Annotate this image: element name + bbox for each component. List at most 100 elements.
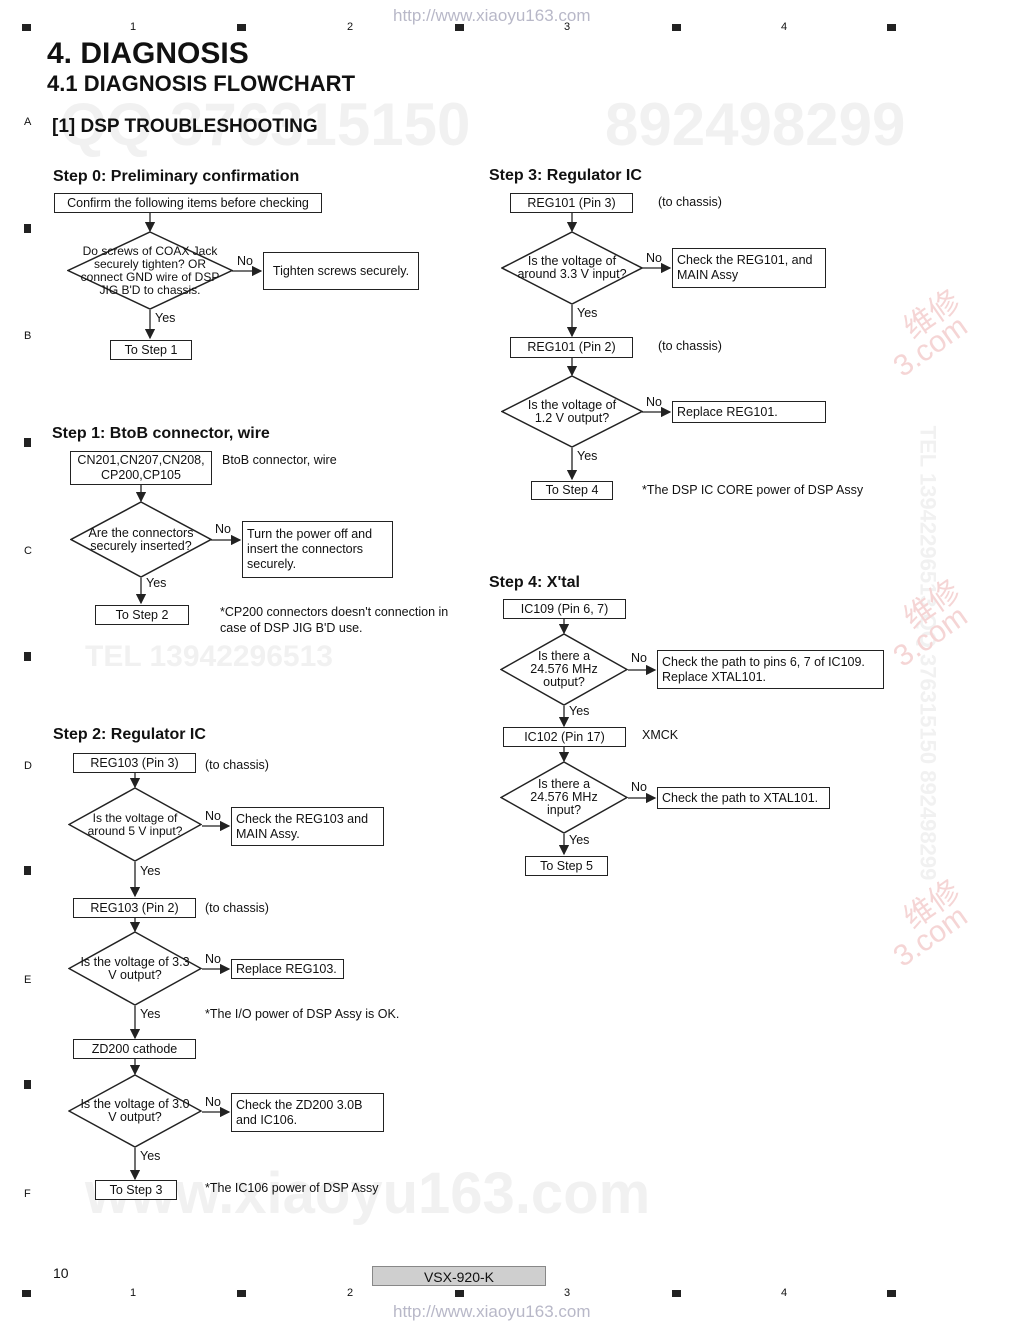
step2-yes-label1: Yes <box>140 864 161 878</box>
step3-point1-note: (to chassis) <box>658 195 722 209</box>
step2-question1: Is the voltage of around 5 V input? <box>87 810 183 838</box>
registration-mark <box>24 224 31 233</box>
footer-url[interactable]: http://www.xiaoyu163.com <box>393 1302 591 1321</box>
step4-point2-note: XMCK <box>642 728 679 742</box>
col-mark-3-bottom: 3 <box>564 1287 571 1299</box>
step2-note3: *The IC106 power of DSP Assy <box>205 1181 379 1195</box>
registration-mark <box>24 652 31 661</box>
step2-point2-note: (to chassis) <box>205 901 269 915</box>
watermark-qq: QQ 376315150 <box>60 91 471 158</box>
step2-yes-label2: Yes <box>140 1007 161 1021</box>
step0-next-box: To Step 1 <box>110 340 192 360</box>
registration-mark <box>237 24 246 31</box>
step4-action-box1: Check the path to pins 6, 7 of IC109. Re… <box>657 650 884 689</box>
step3-yes-label2: Yes <box>577 449 598 463</box>
step2-question2: Is the voltage of 3.3 V output? <box>80 954 190 982</box>
row-mark-e: E <box>24 974 32 986</box>
step3-action-box2: Replace REG101. <box>672 401 826 423</box>
registration-mark <box>672 24 681 31</box>
step4-point2-box: IC102 (Pin 17) <box>503 727 626 747</box>
step3-decision1: Is the voltage of around 3.3 V input? <box>501 231 643 305</box>
step4-question2: Is there a 24.576 MHz input? <box>530 777 598 817</box>
step1-note: *CP200 connectors doesn't connection in … <box>220 605 449 635</box>
step2-note2: *The I/O power of DSP Assy is OK. <box>205 1007 400 1021</box>
step4-point1-box: IC109 (Pin 6, 7) <box>503 599 626 619</box>
step0-decision: Do screws of COAX Jack securely tighten?… <box>67 231 233 310</box>
step2-action-box3: Check the ZD200 3.0B and IC106. <box>231 1093 384 1132</box>
step1-start-box: CN201,CN207,CN208, CP200,CP105 <box>70 451 212 485</box>
step3-question2: Is the voltage of 1.2 V output? <box>527 397 617 425</box>
step2-point2-box: REG103 (Pin 2) <box>73 898 196 918</box>
registration-mark <box>455 24 464 31</box>
watermark-tel: TEL 13942296513 <box>85 640 333 673</box>
step4-yes-label1: Yes <box>569 704 590 718</box>
step2-title: Step 2: Regulator IC <box>53 726 206 743</box>
step2-question3: Is the voltage of 3.0 V output? <box>80 1097 190 1124</box>
watermark-web: www.xiaoyu163.com <box>85 1161 651 1226</box>
step2-action-box1: Check the REG103 and MAIN Assy. <box>231 807 384 846</box>
step2-decision2: Is the voltage of 3.3 V output? <box>68 931 202 1006</box>
step3-point2-note: (to chassis) <box>658 339 722 353</box>
step3-point1-box: REG101 (Pin 3) <box>510 193 633 213</box>
step0-action-box: Tighten screws securely. <box>263 252 419 290</box>
step2-next-box: To Step 3 <box>95 1180 177 1200</box>
step3-no-label2: No <box>646 395 662 409</box>
step2-no-label1: No <box>205 809 221 823</box>
header-url[interactable]: http://www.xiaoyu163.com <box>393 6 591 25</box>
step1-start-note: BtoB connector, wire <box>222 453 337 467</box>
step1-title: Step 1: BtoB connector, wire <box>52 425 270 442</box>
step3-action-box1: Check the REG101, and MAIN Assy <box>672 248 826 288</box>
row-mark-f: F <box>24 1188 31 1200</box>
col-mark-1-bottom: 1 <box>130 1287 137 1299</box>
step4-next-box: To Step 5 <box>525 856 608 876</box>
step4-title: Step 4: X'tal <box>489 574 580 591</box>
step4-no-label1: No <box>631 651 647 665</box>
col-mark-2: 2 <box>347 21 354 33</box>
model-number: VSX-920-K <box>372 1266 546 1286</box>
row-mark-c: C <box>24 545 32 557</box>
section-title: 4.1 DIAGNOSIS FLOWCHART <box>47 71 356 96</box>
step4-yes-label2: Yes <box>569 833 590 847</box>
step3-decision2: Is the voltage of 1.2 V output? <box>501 375 643 448</box>
step2-yes-label3: Yes <box>140 1149 161 1163</box>
page-number: 10 <box>53 1265 69 1281</box>
step3-title: Step 3: Regulator IC <box>489 167 642 184</box>
step3-note: *The DSP IC CORE power of DSP Assy <box>642 483 864 497</box>
step4-no-label2: No <box>631 780 647 794</box>
step2-no-label3: No <box>205 1095 221 1109</box>
step0-question: Do screws of COAX Jack securely tighten?… <box>80 243 220 297</box>
step1-question: Are the connectors securely inserted? <box>88 525 194 553</box>
step3-next-box: To Step 4 <box>531 481 613 500</box>
step4-question1: Is there a 24.576 MHz output? <box>530 649 598 689</box>
step0-start-box: Confirm the following items before check… <box>54 193 322 213</box>
col-mark-1: 1 <box>130 21 137 33</box>
step0-yes-label: Yes <box>155 311 176 325</box>
step0-title: Step 0: Preliminary confirmation <box>53 168 300 185</box>
step2-decision1: Is the voltage of around 5 V input? <box>68 787 202 862</box>
step1-next-box: To Step 2 <box>95 605 189 625</box>
step4-decision2: Is there a 24.576 MHz input? <box>500 761 628 834</box>
registration-mark <box>22 24 31 31</box>
row-mark-b: B <box>24 330 32 342</box>
subsection-title: [1] DSP TROUBLESHOOTING <box>52 116 318 137</box>
step4-decision1: Is there a 24.576 MHz output? <box>500 633 628 706</box>
step1-decision: Are the connectors securely inserted? <box>70 501 212 578</box>
step4-action-box2: Check the path to XTAL101. <box>657 787 830 809</box>
step1-action-box: Turn the power off and insert the connec… <box>242 521 393 578</box>
step2-decision3: Is the voltage of 3.0 V output? <box>68 1074 202 1148</box>
col-mark-3: 3 <box>564 21 571 33</box>
watermark-number: 892498299 <box>605 91 906 158</box>
step2-action-box2: Replace REG103. <box>231 959 344 979</box>
step3-yes-label1: Yes <box>577 306 598 320</box>
registration-mark <box>672 1290 681 1297</box>
col-mark-2-bottom: 2 <box>347 1287 354 1299</box>
step3-no-label1: No <box>646 251 662 265</box>
registration-mark <box>24 438 31 447</box>
row-mark-d: D <box>24 760 32 772</box>
registration-mark <box>237 1290 246 1297</box>
step1-no-label: No <box>215 522 231 536</box>
step2-point1-note: (to chassis) <box>205 758 269 772</box>
registration-mark <box>887 24 896 31</box>
step3-point2-box: REG101 (Pin 2) <box>510 337 633 358</box>
